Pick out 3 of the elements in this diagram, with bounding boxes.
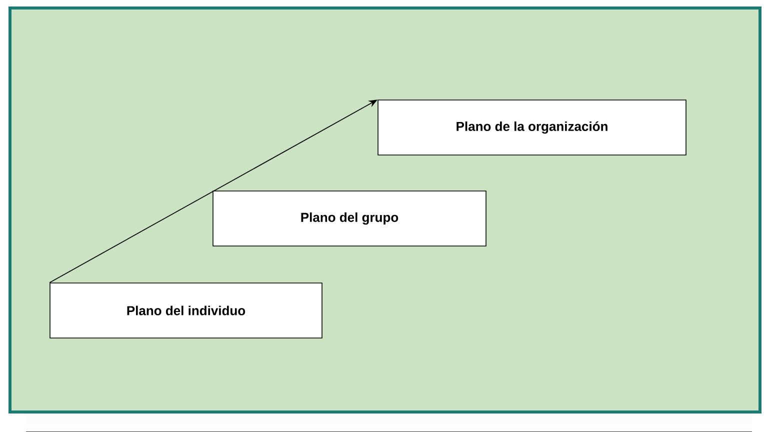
plane-box: Plano del individuo xyxy=(50,282,322,338)
plane-box: Plano del grupo xyxy=(212,190,486,246)
plane-box: Plano de la organización xyxy=(378,100,686,156)
